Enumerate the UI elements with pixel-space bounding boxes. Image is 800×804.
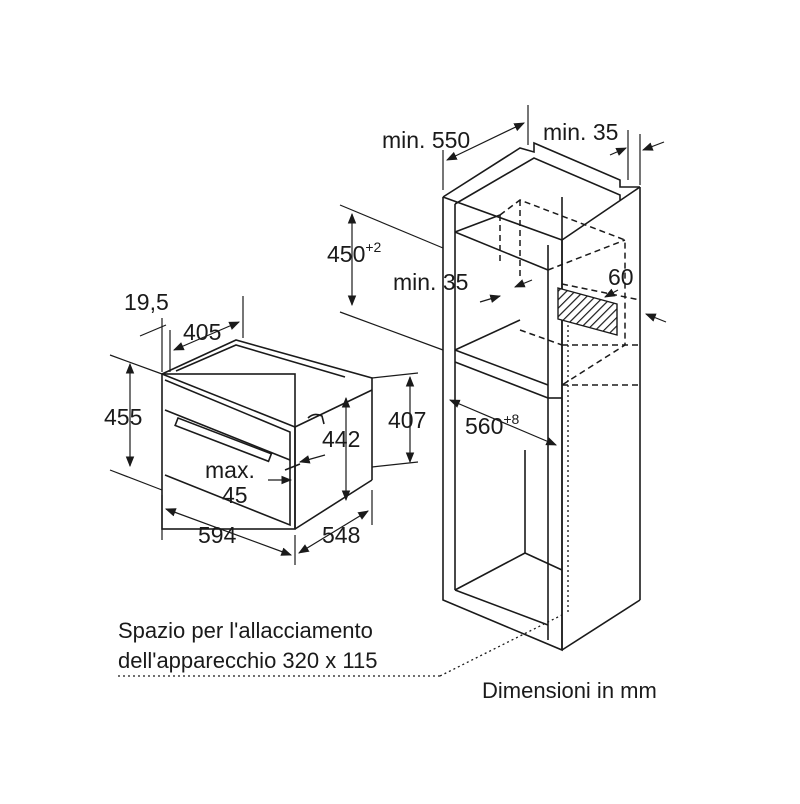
label-max-value: 45 (222, 482, 248, 508)
label-appliance-depth: 548 (322, 522, 360, 548)
tall-cabinet (442, 141, 641, 652)
label-body-height: 442 (322, 426, 360, 452)
label-max: max. (205, 457, 255, 483)
label-niche-height: 450+2 (327, 239, 382, 267)
oven-appliance (161, 339, 373, 530)
label-cabinet-min-gap: min. 35 (543, 119, 618, 145)
label-niche-width: 560+8 (465, 411, 520, 439)
label-cabinet-min-depth: min. 550 (382, 127, 470, 153)
label-body-depth: 405 (183, 319, 221, 345)
units-note: Dimensioni in mm (482, 678, 657, 703)
connection-note-line1: Spazio per l'allacciamento (118, 618, 373, 643)
label-vent-min: min. 35 (393, 269, 468, 295)
dimension-lines (109, 105, 667, 677)
connection-note-line2: dell'apparecchio 320 x 115 (118, 648, 377, 673)
label-vent-size: 60 (608, 264, 634, 290)
vent-cutout (557, 287, 618, 336)
label-front-height: 407 (388, 407, 426, 433)
label-panel-depth: 19,5 (124, 289, 169, 315)
label-appliance-width: 594 (198, 522, 237, 548)
label-appliance-height: 455 (104, 404, 142, 430)
